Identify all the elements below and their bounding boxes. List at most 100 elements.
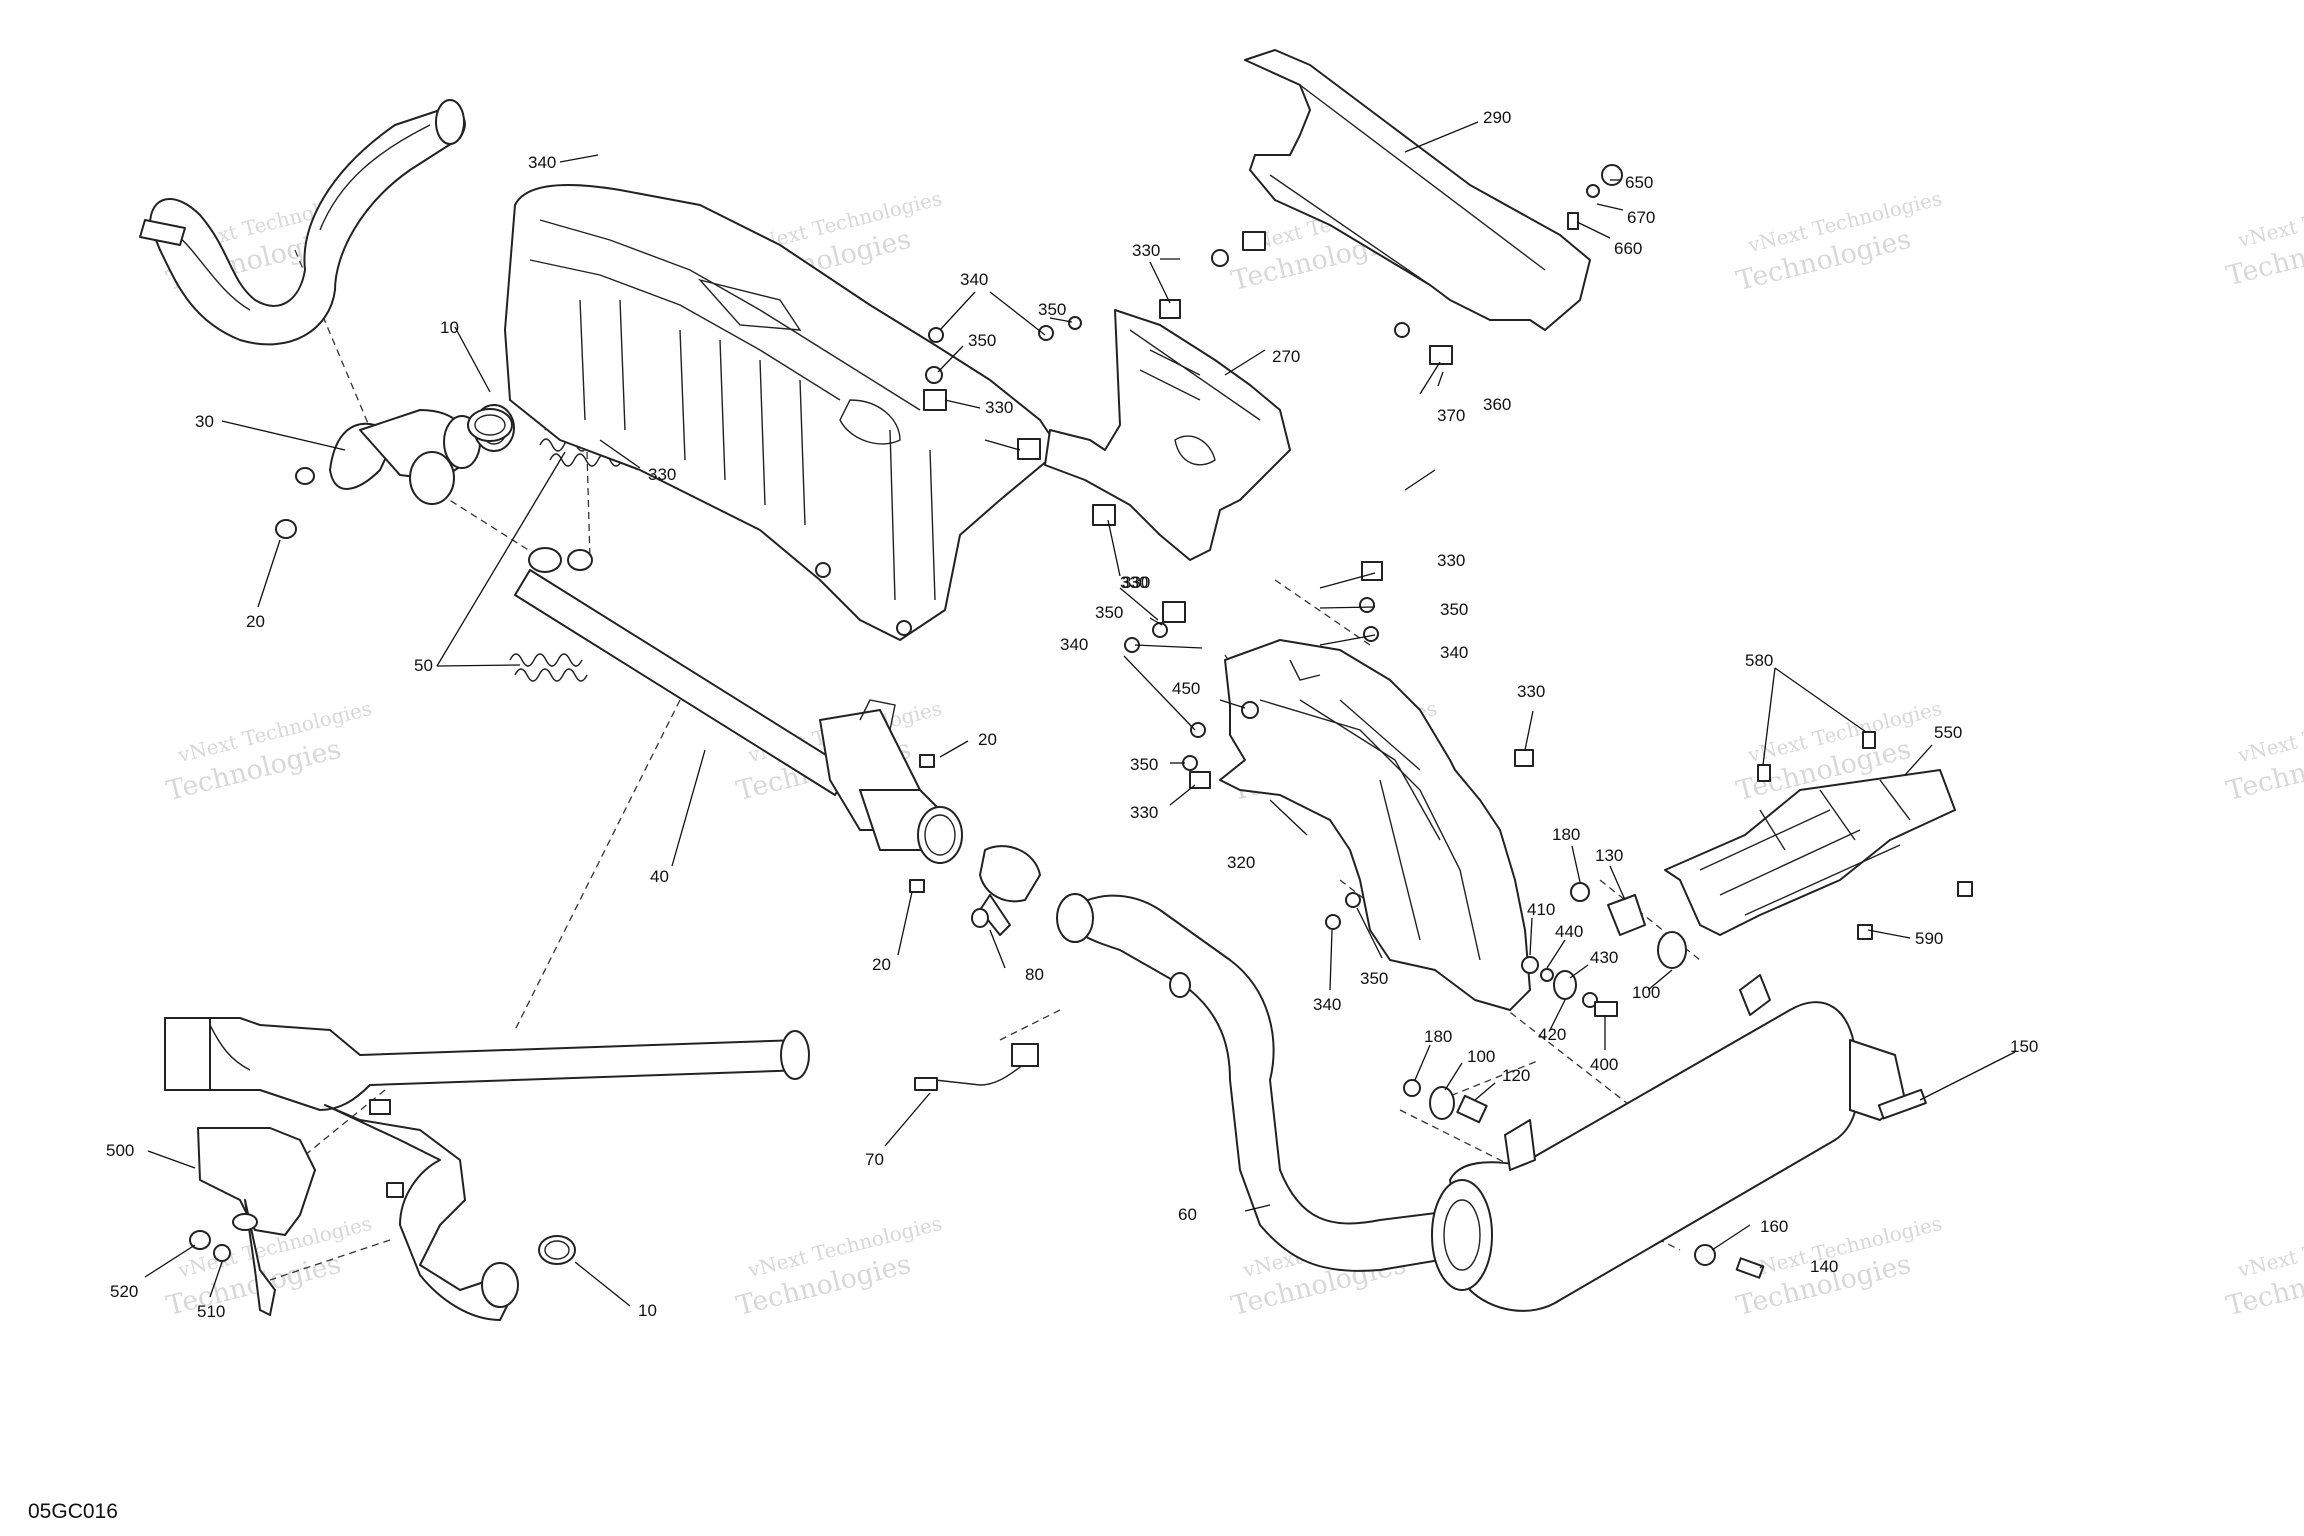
leader-lines [144,121,2016,1307]
callout-label: 180 [1552,825,1580,844]
callout-label: 150 [2010,1037,2038,1056]
front-pipe-60 [1056,893,1471,1272]
figure-code: 05GC016 [28,1500,118,1523]
callout-label: 330 [1122,573,1150,592]
gasket-10-lower [538,1235,576,1265]
spacer-120 [1456,1094,1488,1124]
watermark-line1: vNext Technologies [2235,181,2304,253]
clip-330-g [1361,561,1383,581]
callout-label: 500 [106,1141,134,1160]
heat-shield-290 [1244,49,1591,331]
callout-label: 50 [414,656,433,675]
callout-label: 330 [1130,803,1158,822]
callout-label: 290 [1483,108,1511,127]
callout-label: 10 [440,318,459,337]
callout-label: 350 [1130,755,1158,774]
grommet-100 [1429,1086,1455,1120]
washer-670 [1586,184,1600,198]
callout-label: 20 [246,612,265,631]
catalyst-joint [819,699,963,864]
bolt-340-f [815,562,831,578]
fastener-580-b [1862,731,1876,749]
nut-20 [295,467,315,485]
upper-pipe-30 [139,99,466,346]
callout-label: 270 [1272,347,1300,366]
gasket-10 [467,408,513,442]
bolt-340-g [1363,626,1379,642]
washer-350-e [1182,755,1198,771]
washer-350-a [925,366,943,384]
washer-350-d [1359,597,1375,613]
watermark-line1: vNext Technologies [2235,696,2304,768]
callout-label: 350 [1095,603,1123,622]
callout-labels: 340 10 30 20 50 330 40 20 20 80 70 500 5… [106,108,2038,1321]
callout-label: 670 [1627,208,1655,227]
callout-label: 340 [1060,635,1088,654]
callout-label: 70 [865,1150,884,1169]
clip-660 [1567,212,1579,230]
pipe-40-lower [164,1017,810,1321]
callout-label: 550 [1934,723,1962,742]
clamp-80 [971,845,1041,936]
callout-label: 140 [1810,1257,1838,1276]
washer-160 [1694,1244,1716,1266]
callout-label: 330 [1517,682,1545,701]
callout-label: 400 [1590,1055,1618,1074]
callout-label: 320 [1227,853,1255,872]
callout-label: 180 [1424,1027,1452,1046]
callout-label: 30 [195,412,214,431]
nut-520 [189,1230,211,1250]
callout-label: 650 [1625,173,1653,192]
heat-shield-main [504,184,1061,641]
screw-590-b [1857,924,1873,940]
callout-label: 350 [1038,300,1066,319]
callout-label: 330 [985,398,1013,417]
bolt-370 [1394,322,1410,338]
washer-350-b [1068,316,1082,330]
callout-label: 10 [638,1301,657,1320]
bolt-140 [1735,1257,1765,1279]
callout-label: 330 [648,465,676,484]
callout-label: 580 [1745,651,1773,670]
callout-label: 130 [1595,846,1623,865]
callout-label: 340 [528,153,556,172]
callout-label: 100 [1632,983,1660,1002]
callout-label: 430 [1590,948,1618,967]
mount-hardware [1521,882,1687,1017]
callout-label: 520 [110,1282,138,1301]
cap-650 [1601,164,1623,186]
callout-label: 410 [1527,900,1555,919]
callout-label: 590 [1915,929,1943,948]
callout-label: 100 [1467,1047,1495,1066]
clip-330-b [1159,299,1181,319]
callout-label: 340 [960,270,988,289]
bolt-150 [1877,1088,1927,1120]
callout-label: 20 [978,730,997,749]
washer-350-f [1345,892,1361,908]
washer-350-c [1152,622,1168,638]
callout-label: 330 [1437,551,1465,570]
bushing-180 [1403,1079,1421,1097]
bolt-340-c [1038,325,1054,341]
callout-label: 40 [650,867,669,886]
muffler [1431,974,1906,1312]
guard-500 [197,1127,316,1316]
fastener-580-a [1757,764,1771,782]
sensor-70 [914,1043,1039,1091]
callout-label: 80 [1025,965,1044,984]
callout-label: 60 [1178,1205,1197,1224]
callout-label: 360 [1483,395,1511,414]
tray-550 [1664,769,1956,936]
callout-label: 440 [1555,922,1583,941]
bolt-340-h [1190,722,1206,738]
callout-label: 120 [1502,1066,1530,1085]
bolt-340-b [928,327,944,343]
watermark-group: vNext Technologies Technologies vNext Te… [163,181,2304,1322]
clip-360 [1429,345,1453,365]
pipe-40-upper [514,547,851,796]
callout-label: 20 [872,955,891,974]
clip-330-a [1242,231,1266,251]
bolt-340-e [896,620,912,636]
bolt-340-i [1325,914,1341,930]
